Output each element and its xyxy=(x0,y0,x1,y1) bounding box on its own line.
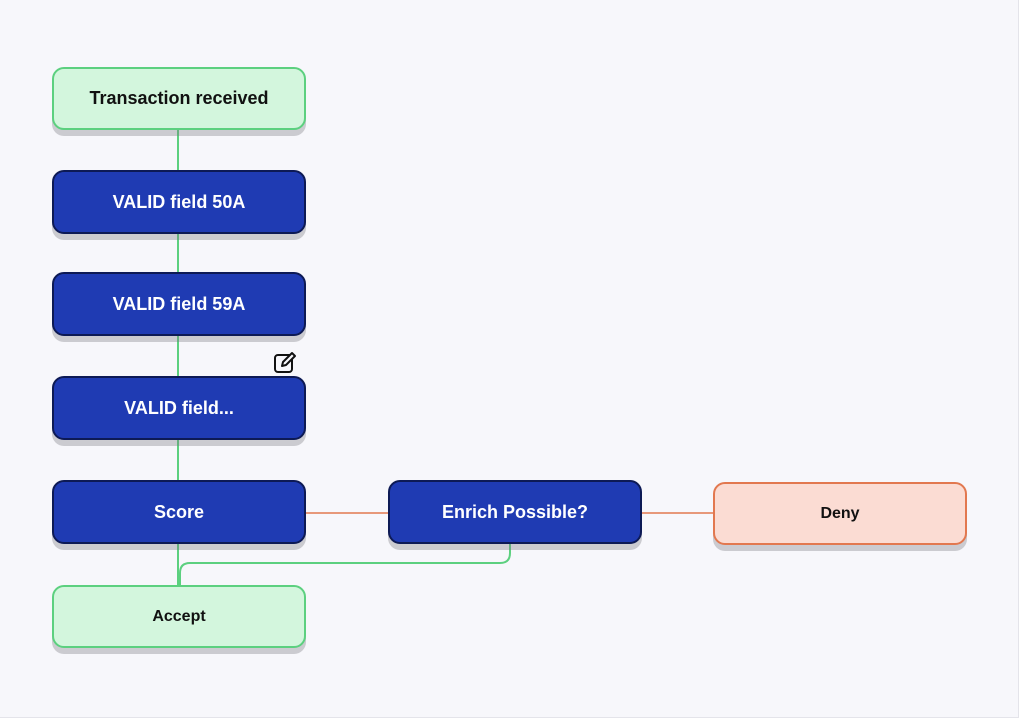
node-score[interactable]: Score xyxy=(52,480,306,544)
node-label: VALID field 50A xyxy=(112,191,246,212)
node-label: VALID field 59A xyxy=(112,293,246,314)
node-deny[interactable]: Deny xyxy=(713,482,967,545)
node-valid-field-more[interactable]: VALID field... xyxy=(52,376,306,440)
edit-icon[interactable] xyxy=(273,351,297,375)
node-label: Deny xyxy=(820,504,860,522)
node-label: Enrich Possible? xyxy=(441,501,589,522)
node-label: VALID field... xyxy=(124,397,234,418)
node-valid-field-59a[interactable]: VALID field 59A xyxy=(52,272,306,336)
node-transaction-received[interactable]: Transaction received xyxy=(52,67,306,130)
node-accept[interactable]: Accept xyxy=(52,585,306,648)
node-label: Transaction received xyxy=(89,88,269,108)
node-label: Score xyxy=(153,501,205,522)
node-label: Accept xyxy=(152,607,206,625)
edge-enrich-to-accept xyxy=(179,544,511,585)
node-valid-field-50a[interactable]: VALID field 50A xyxy=(52,170,306,234)
node-enrich-possible[interactable]: Enrich Possible? xyxy=(388,480,642,544)
